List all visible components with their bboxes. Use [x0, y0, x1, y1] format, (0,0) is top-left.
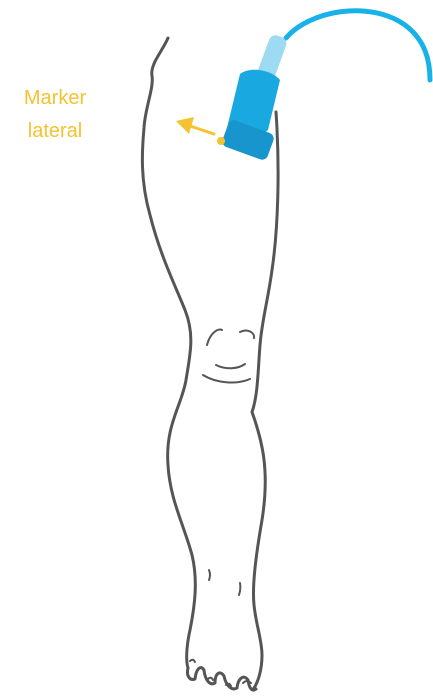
arrow-shaft: [190, 126, 214, 134]
knee-line-2: [240, 331, 254, 338]
toenail-1: [190, 660, 195, 662]
ankle-mark-left: [209, 570, 210, 580]
toenail-2: [208, 678, 213, 680]
probe-marker-dot: [217, 137, 225, 145]
knee-line-1: [207, 330, 222, 345]
foot-toes: [187, 668, 256, 690]
probe-cable: [286, 11, 430, 80]
knee-line-3: [216, 364, 245, 368]
arrow-head: [176, 117, 194, 134]
orientation-arrow-icon: [176, 117, 214, 134]
knee-line-4: [203, 375, 250, 382]
leg-left-contour: [142, 38, 195, 668]
leg-right-contour: [252, 112, 278, 688]
ankle-mark-right: [239, 583, 240, 595]
ultrasound-probe-icon: [217, 11, 430, 162]
